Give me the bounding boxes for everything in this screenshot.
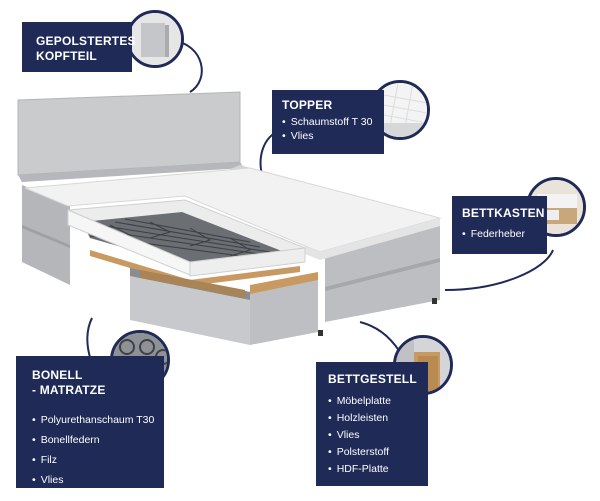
headboard [17,91,241,176]
headboard-callout: GEPOLSTERTES KOPFTEIL [22,22,136,72]
bettgestell-item: Vlies [328,427,416,444]
topper-callout-title: TOPPER [282,98,333,112]
topper-item: Vlies [282,129,374,143]
bettgestell-item: HDF-Platte [328,461,416,478]
bettgestell-item: Holzleisten [328,410,416,427]
bonell-callout: BONELL - MATRATZE Polyurethanschaum T30 … [16,356,164,488]
connector-line-bettgestell [359,321,401,353]
connector-line-bettkasten [444,249,554,291]
bettkasten-callout: BETTKASTEN Federheber [452,196,547,254]
bonell-callout-title: BONELL - MATRATZE [32,368,106,397]
bettkasten-item: Federheber [462,227,537,241]
spring-layer [82,212,292,268]
headboard-callout-title: GEPOLSTERTES KOPFTEIL [36,34,136,63]
bonell-item: Filz [32,450,148,470]
bonell-item: Vlies [32,470,148,490]
front-base-front [250,278,318,345]
bettkasten-callout-title: BETTKASTEN [462,206,545,220]
bettgestell-callout: BETTGESTELL Möbelplatte Holzleisten Vlie… [316,362,428,486]
bettgestell-item: Polsterstoff [328,444,416,461]
topper-item: Schaumstoff T 30 [282,115,374,129]
headboard-detail-circle [126,10,184,68]
bettgestell-item: Möbelplatte [328,393,416,410]
bonell-item: Bonellfedern [32,430,148,450]
topper-callout: TOPPER Schaumstoff T 30 Vlies [272,90,384,154]
bettgestell-callout-title: BETTGESTELL [328,372,417,386]
bonell-item: Polyurethanschaum T30 [32,410,155,430]
